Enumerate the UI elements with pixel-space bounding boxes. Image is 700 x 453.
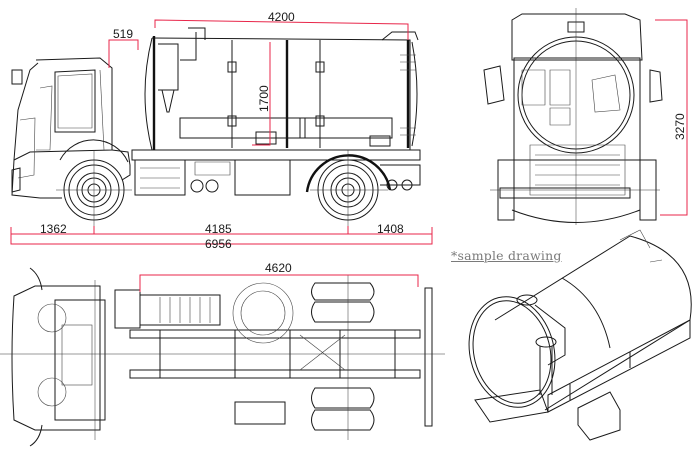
left-mirror-top-icon — [29, 267, 43, 291]
right-mirror-top-icon — [29, 424, 43, 447]
rear-wheel — [305, 150, 392, 230]
dim-wheelbase: 4185 — [205, 222, 232, 236]
dim-line-body-length — [139, 274, 419, 292]
tank-side — [144, 27, 419, 151]
chassis-side — [131, 149, 421, 196]
cab-side — [11, 57, 131, 199]
dim-line-overall-height — [655, 19, 688, 216]
dim-body-length: 4620 — [265, 261, 292, 275]
right-mirror-icon — [649, 69, 663, 103]
dim-rear-overhang: 1408 — [377, 222, 404, 236]
left-mirror-icon — [483, 65, 505, 105]
dim-front-overhang: 1362 — [40, 222, 67, 236]
side-dimensions: 4200 519 1700 1362 4185 1408 6956 — [10, 10, 433, 251]
dim-tank-length: 4200 — [268, 10, 295, 24]
top-view: 4620 — [0, 261, 445, 447]
dim-cab-gap: 519 — [113, 27, 133, 41]
sample-drawing-note: *sample drawing — [451, 248, 562, 263]
dim-line-tank-length — [154, 19, 409, 40]
front-wheel — [56, 139, 132, 230]
front-view: 3270 — [483, 8, 688, 225]
dim-line-overall-length — [10, 227, 433, 245]
dim-overall-height: 3270 — [673, 113, 687, 140]
mirror-icon — [11, 69, 23, 85]
dim-line-wheelbase — [11, 226, 432, 235]
isometric-tank-view — [468, 229, 692, 441]
dim-line-cab-gap — [108, 39, 139, 68]
dim-tank-height: 1700 — [257, 85, 271, 112]
dim-line-tank-height — [252, 42, 271, 146]
side-view: 4200 519 1700 1362 4185 1408 6956 — [10, 10, 433, 251]
dim-overall-length: 6956 — [205, 237, 232, 251]
